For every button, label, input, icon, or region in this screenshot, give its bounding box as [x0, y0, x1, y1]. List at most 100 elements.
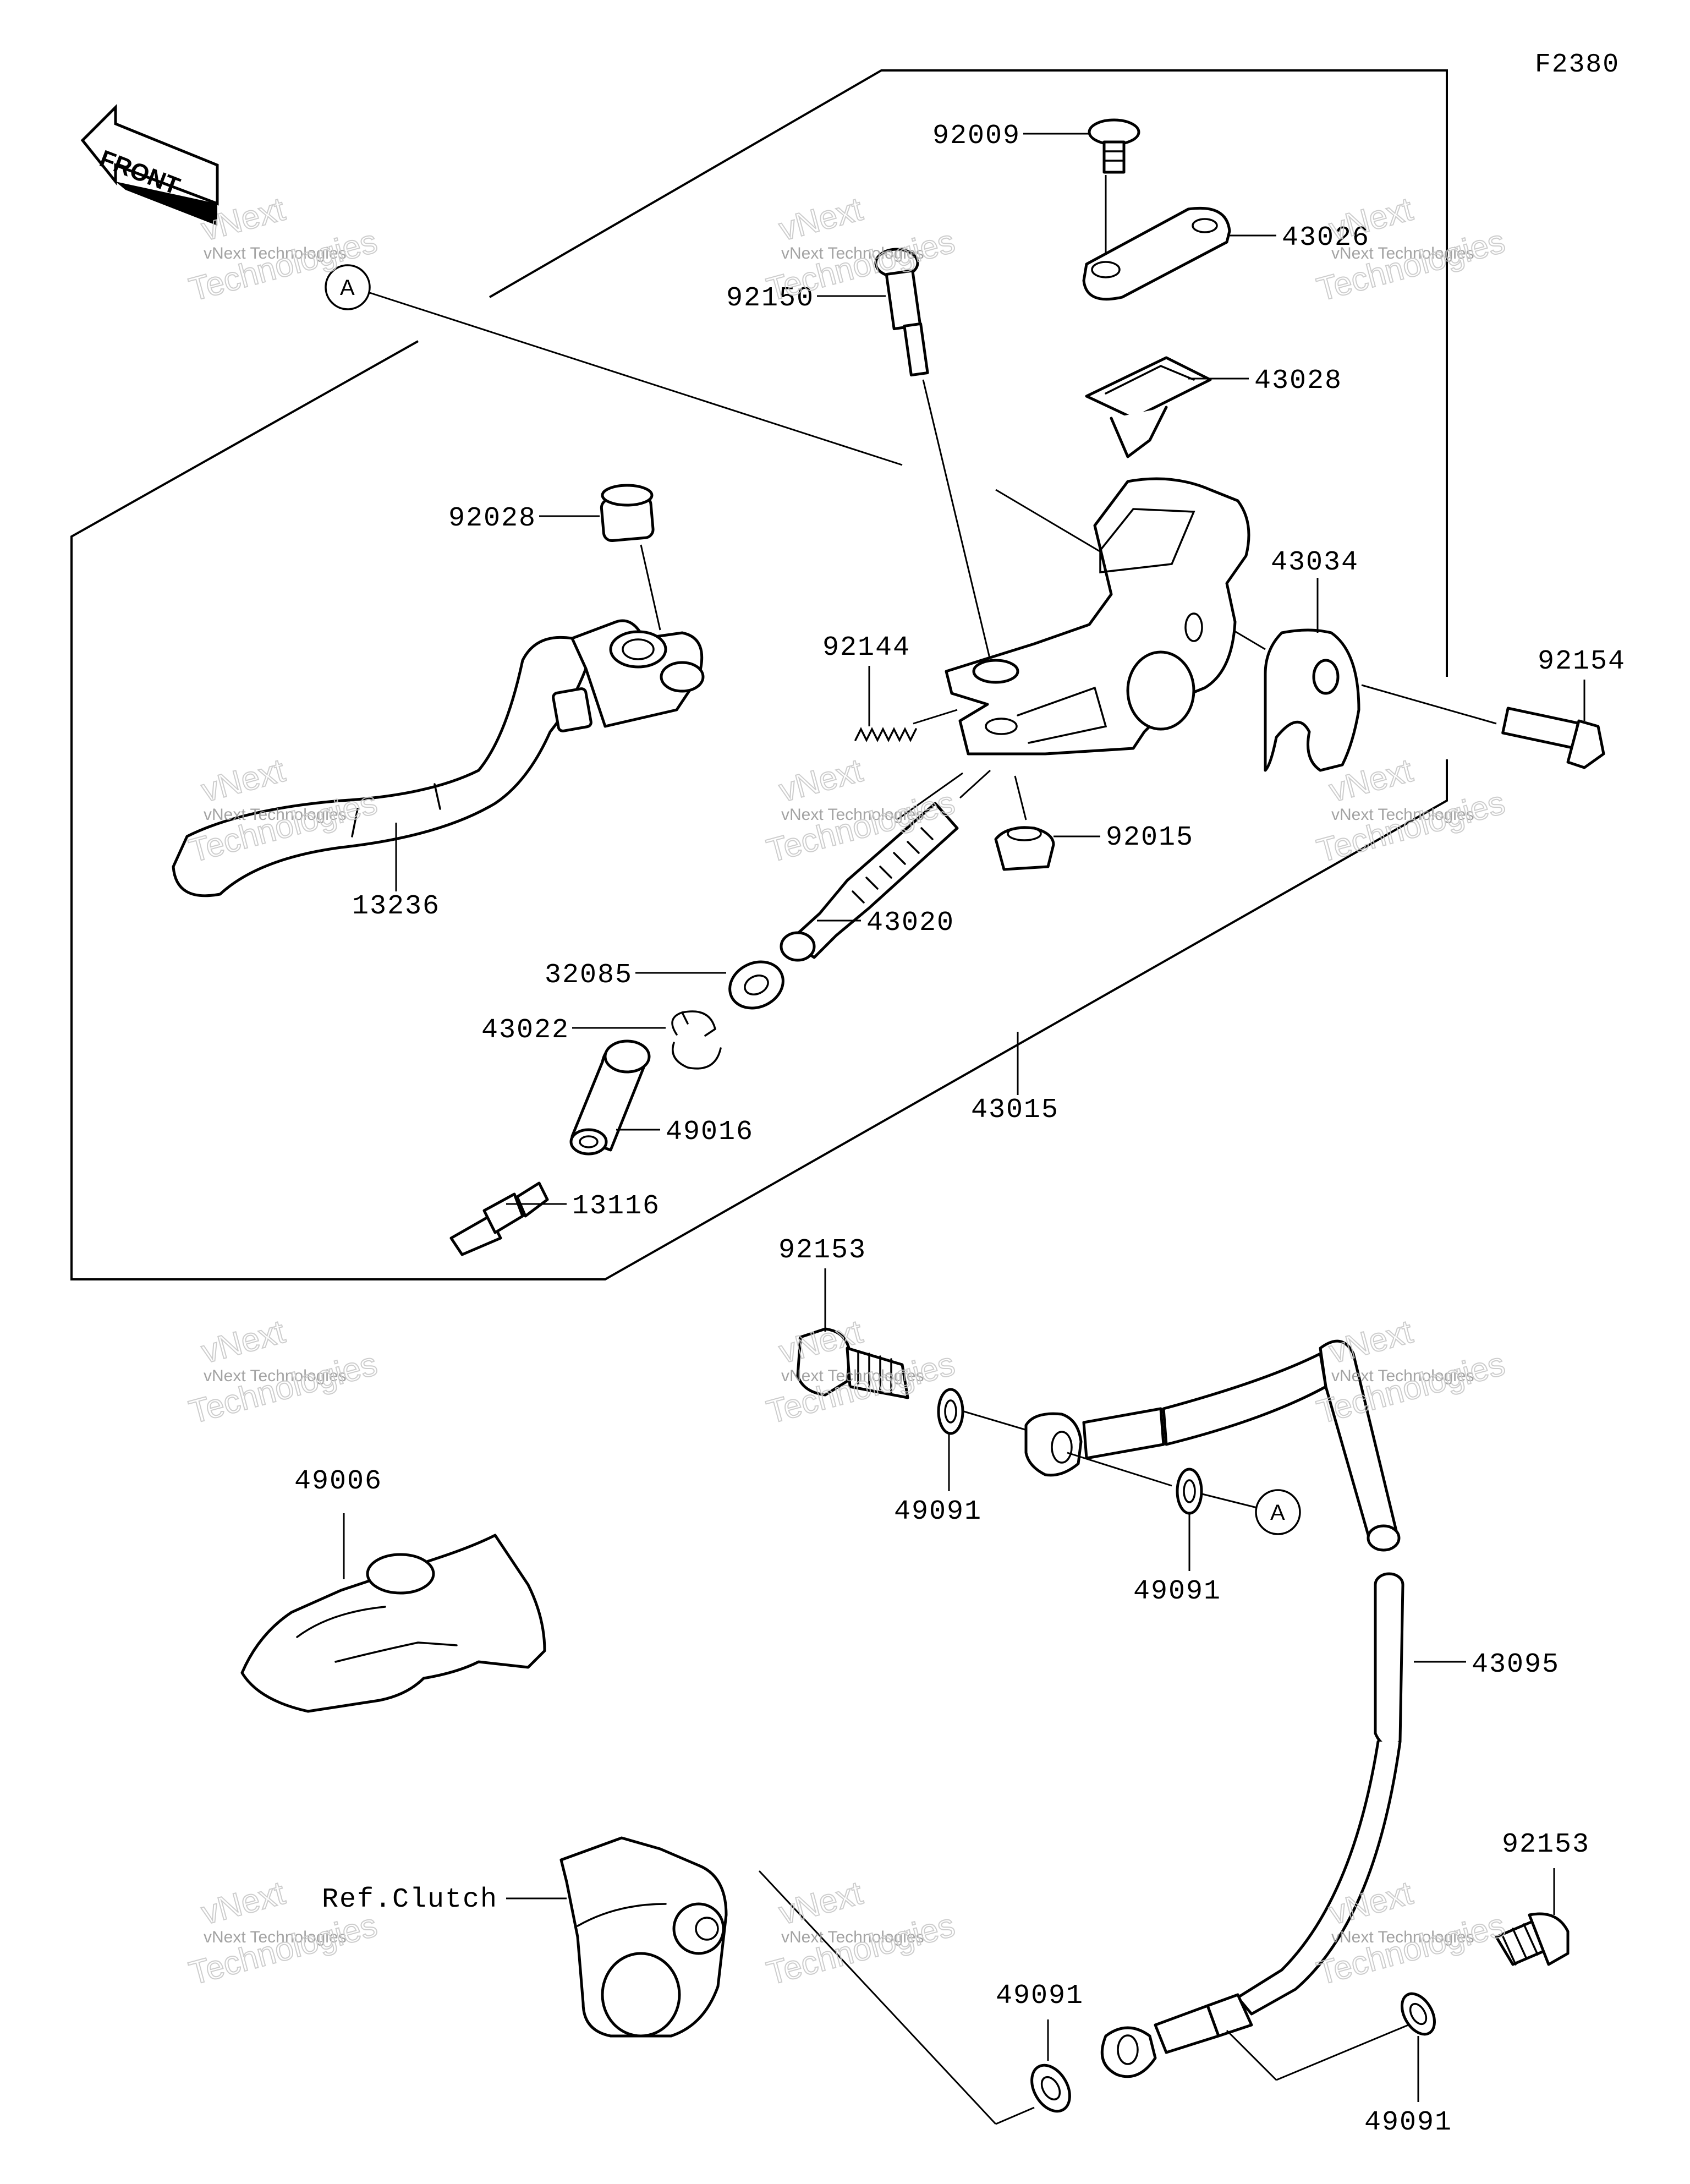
diaphragm-43028: [1085, 356, 1212, 458]
front-arrow-icon: FRONT: [80, 103, 219, 226]
svg-text:49006: 49006: [294, 1466, 382, 1497]
part-label-43028: 43028: [1188, 365, 1342, 397]
figure-code: F2380: [1535, 50, 1620, 80]
part-label-92153-lower: 92153: [1502, 1829, 1590, 1860]
part-label-13236: 13236: [352, 891, 440, 922]
svg-text:vNext: vNext: [775, 1874, 866, 1931]
svg-text:vNext: vNext: [1325, 1313, 1417, 1370]
svg-text:vNext: vNext: [1325, 190, 1417, 248]
svg-text:43095: 43095: [1472, 1649, 1560, 1681]
svg-text:Ref.Clutch: Ref.Clutch: [322, 1884, 498, 1915]
svg-text:vNext: vNext: [775, 752, 866, 809]
svg-text:vNext Technologies: vNext Technologies: [781, 1928, 924, 1946]
circlip-43022: [671, 1010, 722, 1070]
svg-text:vNext Technologies: vNext Technologies: [204, 244, 347, 262]
svg-text:92153: 92153: [1502, 1829, 1590, 1860]
svg-text:vNext Technologies: vNext Technologies: [204, 1367, 347, 1385]
master-cylinder-body: [945, 477, 1250, 756]
part-label-49006: 49006: [294, 1466, 382, 1497]
svg-text:vNext Technologies: vNext Technologies: [204, 1928, 347, 1946]
svg-text:32085: 32085: [545, 960, 633, 991]
banjo-bolt-92153-upper: [796, 1327, 909, 1399]
spring-92144: [854, 727, 917, 742]
svg-text:vNext Technologies: vNext Technologies: [1331, 1928, 1474, 1946]
svg-text:49091: 49091: [996, 1980, 1084, 2012]
part-label-49091-b: 49091: [1133, 1576, 1221, 1607]
svg-text:43034: 43034: [1271, 547, 1359, 578]
svg-text:vNext Technologies: vNext Technologies: [1331, 244, 1474, 262]
svg-text:92144: 92144: [822, 632, 910, 664]
svg-text:vNext Technologies: vNext Technologies: [781, 244, 924, 262]
push-rod-13116: [449, 1181, 549, 1256]
svg-text:49091: 49091: [894, 1496, 982, 1528]
part-label-49016: 49016: [616, 1116, 754, 1148]
svg-text:vNext: vNext: [197, 1313, 289, 1370]
washer-49091-d: [1401, 1992, 1436, 2036]
pivot-bolt-92150: [874, 248, 929, 377]
svg-text:43022: 43022: [481, 1015, 569, 1046]
screw-92009: [1088, 118, 1140, 174]
svg-text:13236: 13236: [352, 891, 440, 922]
svg-text:vNext: vNext: [775, 190, 866, 248]
reference-marker-a-bottom: A: [1255, 1489, 1301, 1535]
brake-hose-43095: [1100, 1572, 1404, 2078]
svg-text:92015: 92015: [1106, 822, 1194, 853]
assembly-frame: [489, 69, 1448, 677]
svg-text:vNext Technologies: vNext Technologies: [204, 806, 347, 824]
part-label-43022: 43022: [481, 1015, 666, 1046]
svg-text:13116: 13116: [572, 1191, 660, 1222]
part-label-92009: 92009: [932, 121, 1089, 152]
svg-text:43026: 43026: [1282, 222, 1370, 254]
part-label-92144: 92144: [822, 632, 910, 726]
svg-text:vNext Technologies: vNext Technologies: [1331, 806, 1474, 824]
part-label-43095: 43095: [1472, 1649, 1560, 1681]
svg-text:92150: 92150: [726, 283, 814, 314]
svg-text:vNext: vNext: [197, 1874, 289, 1931]
svg-text:43028: 43028: [1254, 365, 1342, 397]
part-label-92150: 92150: [726, 283, 886, 314]
part-label-92153-upper: 92153: [778, 1235, 866, 1332]
part-label-92154: 92154: [1538, 646, 1626, 721]
assembly-frame-lower: [70, 340, 1448, 1280]
cover-49006: [240, 1534, 546, 1713]
svg-text:92028: 92028: [448, 503, 536, 534]
boot-49016: [569, 1039, 651, 1156]
svg-text:vNext Technologies: vNext Technologies: [781, 1367, 924, 1385]
clamp-43034: [1264, 628, 1360, 772]
part-label-49091-c: 49091: [996, 1980, 1084, 2012]
lever-13236: [172, 619, 705, 897]
svg-text:92009: 92009: [932, 121, 1020, 152]
part-label-43020: 43020: [817, 907, 954, 939]
svg-text:49016: 49016: [666, 1116, 754, 1148]
part-label-13116: 13116: [506, 1191, 660, 1222]
svg-text:43020: 43020: [866, 907, 954, 939]
reservoir-cap-43026: [1082, 206, 1231, 301]
part-label-43026: 43026: [1230, 222, 1370, 254]
svg-text:vNext Technologies: vNext Technologies: [1331, 1367, 1474, 1385]
part-label-43034: 43034: [1271, 547, 1359, 633]
washer-32085: [728, 960, 784, 1010]
part-label-49091-d: 49091: [1364, 2107, 1452, 2138]
watermarks: vNext vNext Technologies Technologies vN…: [185, 190, 1510, 1993]
washer-49091-c: [1030, 2063, 1071, 2113]
svg-text:vNext: vNext: [197, 752, 289, 809]
banjo-bolt-92153-lower: [1495, 1912, 1570, 1966]
svg-text:A: A: [1270, 1501, 1285, 1525]
part-label-32085: 32085: [545, 960, 726, 991]
washer-49091-a: [937, 1388, 964, 1435]
part-label-49091-a: 49091: [894, 1496, 982, 1528]
part-label-ref-clutch: Ref.Clutch: [322, 1884, 498, 1915]
washer-49091-b: [1176, 1468, 1203, 1515]
brake-hose-fitting-upper: [1024, 1339, 1401, 1552]
svg-text:92154: 92154: [1538, 646, 1626, 677]
svg-text:92153: 92153: [778, 1235, 866, 1266]
clutch-slave-cylinder: [559, 1836, 728, 2038]
svg-text:43015: 43015: [971, 1094, 1059, 1126]
reference-marker-a-top: A: [325, 264, 371, 310]
svg-text:49091: 49091: [1364, 2107, 1452, 2138]
collar-92028: [600, 484, 655, 543]
svg-text:49091: 49091: [1133, 1576, 1221, 1607]
nut-92015: [994, 826, 1055, 871]
bolt-92154: [1501, 707, 1605, 769]
